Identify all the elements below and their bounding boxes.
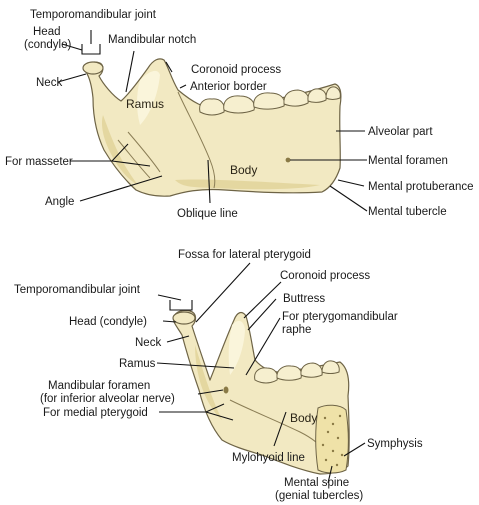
label-alveolar-part: Alveolar part: [368, 126, 433, 138]
label-mandibular-foramen-line1: Mandibular foramen: [48, 380, 150, 392]
label-for-masseter: For masseter: [5, 156, 73, 168]
lateral-teeth: [199, 86, 341, 116]
upper-leader-lines: [57, 30, 368, 212]
label-angle: Angle: [45, 196, 74, 208]
medial-teeth: [254, 360, 340, 384]
lower-leader-lines: [156, 262, 366, 484]
ramus-highlight: [137, 70, 160, 125]
lateral-mandible-illustration: [82, 58, 342, 197]
symphysis-trabeculae: [321, 414, 344, 467]
label-mental-spine-line2: (genial tubercles): [275, 490, 363, 502]
label-ramus-lower: Ramus: [119, 358, 156, 370]
label-oblique-line: Oblique line: [177, 208, 238, 220]
symphysis-section: [315, 404, 349, 474]
label-body-lower: Body: [290, 411, 317, 425]
lateral-mandible-bone: [85, 58, 342, 197]
label-ramus-upper: Ramus: [126, 97, 164, 111]
label-tmj-upper: Temporomandibular joint: [30, 9, 157, 21]
label-coronoid-upper: Coronoid process: [191, 64, 281, 76]
upper-labels: Temporomandibular joint Head (condyle) N…: [5, 9, 473, 220]
mental-foramen-mark: [285, 157, 291, 163]
oblique-line-detail: [177, 91, 216, 189]
label-mandibular-notch: Mandibular notch: [108, 34, 196, 46]
medial-mandible-bone: [173, 309, 350, 475]
label-buttress: Buttress: [283, 293, 325, 305]
label-symphysis: Symphysis: [367, 438, 423, 450]
label-mylohyoid-line: Mylohyoid line: [232, 452, 305, 464]
medial-mandible-illustration: [172, 309, 350, 475]
lower-labels: Fossa for lateral pterygoid Coronoid pro…: [14, 249, 423, 502]
label-mandibular-foramen-line2: (for inferior alveolar nerve): [40, 393, 175, 405]
label-tmj-lower: Temporomandibular joint: [14, 284, 141, 296]
mandibular-foramen-mark: [223, 386, 229, 394]
label-pterygomandibular-line1: For pterygomandibular: [282, 311, 398, 323]
label-head-upper-line1: Head: [33, 26, 61, 38]
label-neck-lower: Neck: [135, 337, 161, 349]
label-pterygomandibular-line2: raphe: [282, 324, 311, 336]
label-neck-upper: Neck: [36, 77, 62, 89]
label-coronoid-lower: Coronoid process: [280, 270, 370, 282]
label-medial-pterygoid: For medial pterygoid: [43, 407, 148, 419]
label-mental-foramen: Mental foramen: [368, 155, 448, 167]
ramus-shading: [101, 115, 138, 185]
label-mental-protuberance: Mental protuberance: [368, 181, 473, 193]
body-shading: [175, 179, 320, 190]
label-head-lower: Head (condyle): [69, 316, 147, 328]
masseter-ridges: [117, 131, 161, 179]
medial-condyle: [172, 311, 196, 325]
medial-ramus-highlight: [228, 320, 245, 375]
label-mental-spine-line1: Mental spine: [284, 477, 349, 489]
label-head-upper-line2: (condyle): [24, 39, 71, 51]
lateral-condyle: [82, 61, 104, 75]
label-body-upper: Body: [230, 163, 257, 177]
label-fossa-lateral-pterygoid: Fossa for lateral pterygoid: [178, 249, 311, 261]
label-mental-tubercle: Mental tubercle: [368, 206, 447, 218]
label-anterior-border: Anterior border: [190, 81, 267, 93]
medial-ramus-shading: [195, 345, 222, 420]
